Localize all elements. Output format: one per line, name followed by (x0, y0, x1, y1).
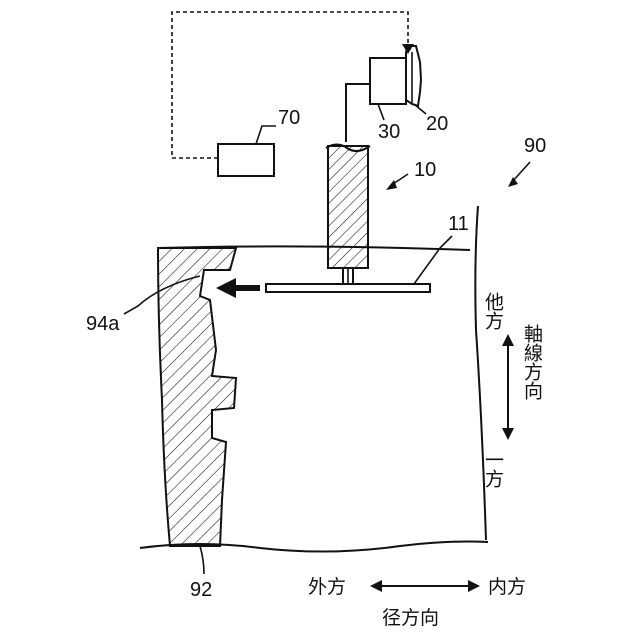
arrow-94a-shaft (232, 285, 260, 291)
device-30-box (370, 58, 406, 104)
leader-11 (414, 236, 452, 284)
leader-90-arrowhead (508, 177, 518, 187)
leader-20 (414, 104, 426, 114)
radial-inner-label: 内方 (488, 576, 526, 598)
leader-70 (256, 126, 276, 144)
axial-arrow-down-head (502, 428, 514, 440)
wall-92 (158, 248, 236, 546)
radial-outer-label: 外方 (308, 576, 346, 598)
label-11: 11 (448, 213, 469, 235)
workpiece-right-edge (475, 206, 486, 540)
device-20-body (406, 46, 421, 106)
label-20: 20 (426, 113, 448, 135)
leader-92 (200, 546, 204, 574)
axial-other-side-label: 他方 (482, 292, 504, 330)
horn-10 (328, 146, 368, 268)
plate-11 (266, 284, 430, 292)
label-94a: 94a (86, 313, 120, 335)
radial-direction-label: 径方向 (382, 607, 439, 629)
arrow-94a-head (216, 278, 236, 298)
radial-arrow-right-head (468, 580, 480, 592)
label-10: 10 (414, 159, 436, 181)
axial-arrow-up-head (502, 334, 514, 346)
radial-arrow-left-head (370, 580, 382, 592)
device-70-box (218, 144, 274, 176)
signal-dashed-line (172, 12, 408, 158)
axial-direction-label: 軸線方向 (521, 324, 543, 400)
label-90: 90 (524, 135, 546, 157)
label-92: 92 (190, 579, 212, 601)
label-30: 30 (378, 121, 400, 143)
leader-90 (512, 162, 530, 182)
cable (346, 84, 370, 142)
axial-one-side-label: 一方 (482, 450, 504, 488)
label-70: 70 (278, 107, 300, 129)
leader-30 (378, 104, 384, 120)
